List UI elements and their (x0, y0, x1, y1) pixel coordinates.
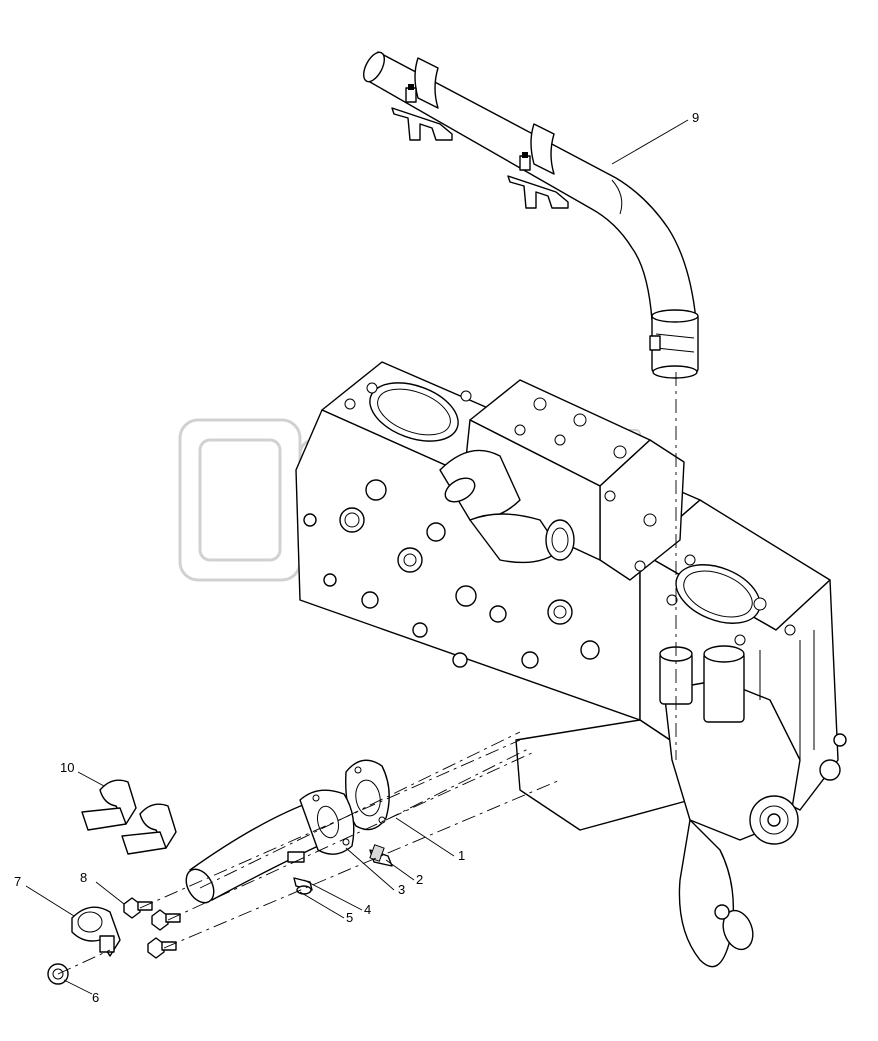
part-2-sensor (369, 844, 393, 867)
engine-block (295, 361, 847, 968)
leader-lines (25, 119, 689, 995)
assembly-lines (57, 372, 677, 975)
part-10-clamps (81, 779, 177, 855)
part-9-coolant-pipe (362, 51, 699, 379)
callout-3: 3 (398, 882, 405, 897)
part-3-connector-pipe (185, 789, 355, 904)
callout-4: 4 (364, 902, 371, 917)
callout-8: 8 (80, 870, 87, 885)
callout-7: 7 (14, 874, 21, 889)
callout-5: 5 (346, 910, 353, 925)
callout-1: 1 (458, 848, 465, 863)
part-8-bolts (123, 897, 181, 959)
callout-2: 2 (416, 872, 423, 887)
callout-9: 9 (692, 110, 699, 125)
callout-6: 6 (92, 990, 99, 1005)
callout-10: 10 (60, 760, 74, 775)
callout-labels: 1 2 3 4 5 6 7 8 9 10 (14, 110, 699, 1005)
part-7-clamp (71, 906, 121, 957)
